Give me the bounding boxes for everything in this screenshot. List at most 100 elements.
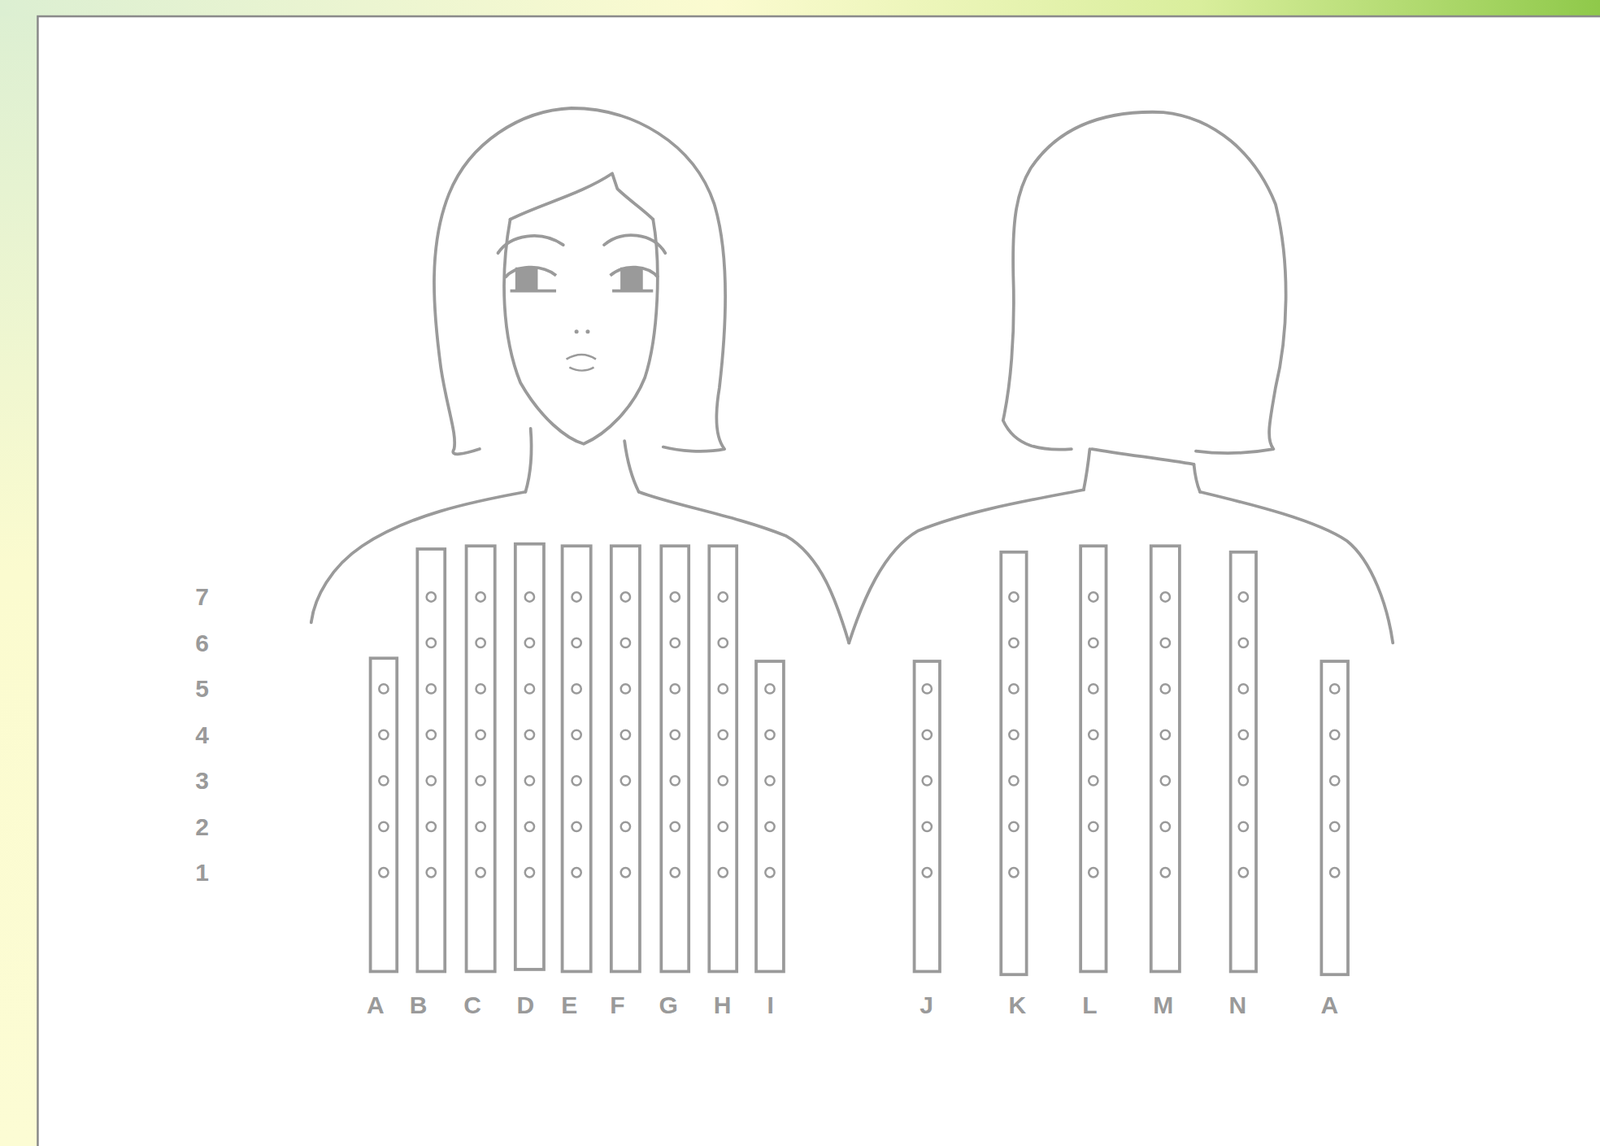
electrode-dot	[525, 683, 535, 693]
electrode-dot	[1239, 683, 1248, 693]
electrode-dot	[1008, 730, 1018, 740]
electrode-dot	[1239, 867, 1248, 877]
electrode-dot	[765, 821, 774, 831]
electrode-dot	[1330, 821, 1340, 831]
electrode-dot	[1330, 730, 1340, 740]
electrode-dot	[621, 821, 631, 831]
electrode-dot	[922, 683, 932, 693]
electrode-dot	[426, 821, 436, 831]
electrode-strip	[370, 657, 398, 971]
strip-letter: E	[560, 992, 578, 1018]
electrode-dot	[1160, 867, 1170, 877]
electrode-strip	[660, 545, 689, 971]
electrode-dot	[718, 638, 728, 648]
electrode-dot	[476, 638, 486, 648]
electrode-dot	[426, 775, 436, 785]
electrode-strip	[417, 548, 445, 971]
row-number: 6	[195, 630, 209, 656]
row-number: 7	[195, 584, 209, 609]
electrode-dot	[378, 867, 388, 877]
electrode-dot	[1088, 730, 1098, 740]
top-band	[0, 0, 1600, 17]
electrode-dot	[718, 821, 728, 831]
electrode-dot	[378, 821, 388, 831]
electrode-dot	[525, 821, 535, 831]
electrode-dot	[1160, 638, 1170, 648]
row-number: 1	[195, 860, 209, 885]
electrode-dot	[476, 591, 486, 601]
electrode-dot	[1160, 775, 1170, 785]
electrode-dot	[670, 591, 680, 601]
electrode-dot	[1088, 867, 1098, 877]
electrode-dot	[621, 591, 631, 601]
electrode-strip	[1000, 552, 1027, 974]
strip-letter: J	[919, 992, 934, 1018]
panel	[37, 16, 1600, 1146]
electrode-dot	[922, 775, 932, 785]
electrode-dot	[1008, 821, 1018, 831]
strip-letter: K	[1008, 992, 1027, 1018]
electrode-strip	[466, 545, 496, 971]
electrode-dot	[670, 867, 680, 877]
electrode-dot	[765, 867, 774, 877]
electrode-dot	[1008, 591, 1018, 601]
electrode-dot	[922, 730, 932, 740]
row-number: 3	[195, 768, 209, 793]
strip-letter: G	[658, 992, 678, 1018]
electrode-dot	[571, 867, 581, 877]
electrode-dot	[426, 591, 436, 601]
electrode-dot	[525, 730, 535, 740]
electrode-dot	[718, 867, 728, 877]
electrode-strip	[756, 660, 784, 971]
strip-letter: I	[766, 992, 774, 1018]
strip-letter: L	[1082, 992, 1097, 1018]
electrode-dot	[525, 638, 535, 648]
electrode-dot	[1088, 775, 1098, 785]
electrode-dot	[1330, 775, 1340, 785]
electrode-dot	[525, 591, 535, 601]
electrode-dot	[571, 775, 581, 785]
electrode-dot	[571, 821, 581, 831]
strip-letter: A	[366, 992, 385, 1018]
electrode-dot	[621, 730, 631, 740]
electrode-strip	[1080, 545, 1106, 971]
electrode-dot	[1008, 683, 1018, 693]
electrode-dot	[621, 638, 631, 648]
electrode-dot	[476, 821, 486, 831]
electrode-dot	[1008, 638, 1018, 648]
electrode-dot	[621, 775, 631, 785]
strip-letter: D	[517, 992, 535, 1018]
strip-letter: N	[1229, 992, 1248, 1018]
electrode-dot	[378, 730, 388, 740]
electrode-dot	[1008, 867, 1018, 877]
electrode-strip	[1151, 545, 1180, 971]
electrode-dot	[765, 730, 774, 740]
electrode-dot	[1160, 821, 1170, 831]
electrode-dot	[1160, 591, 1170, 601]
electrode-dot	[476, 775, 486, 785]
electrode-strip	[1321, 660, 1348, 974]
electrode-dot	[525, 775, 535, 785]
electrode-dot	[1239, 821, 1248, 831]
electrode-dot	[621, 683, 631, 693]
electrode-dot	[571, 683, 581, 693]
electrode-strip	[1230, 552, 1257, 972]
strip-letter: M	[1152, 992, 1174, 1018]
electrode-dot	[670, 821, 680, 831]
electrode-dot	[1160, 730, 1170, 740]
electrode-strip	[611, 545, 640, 971]
electrode-strip	[515, 543, 544, 970]
electrode-dot	[670, 775, 680, 785]
electrode-strip	[708, 545, 737, 971]
row-number: 4	[195, 722, 209, 748]
strip-letter: C	[463, 992, 482, 1018]
electrode-dot	[1008, 775, 1018, 785]
electrode-dot	[571, 591, 581, 601]
electrode-strip	[562, 545, 592, 971]
strip-letter: F	[609, 992, 625, 1018]
electrode-dot	[670, 730, 680, 740]
electrode-dot	[922, 867, 932, 877]
row-number: 2	[195, 814, 209, 840]
electrode-dot	[670, 638, 680, 648]
